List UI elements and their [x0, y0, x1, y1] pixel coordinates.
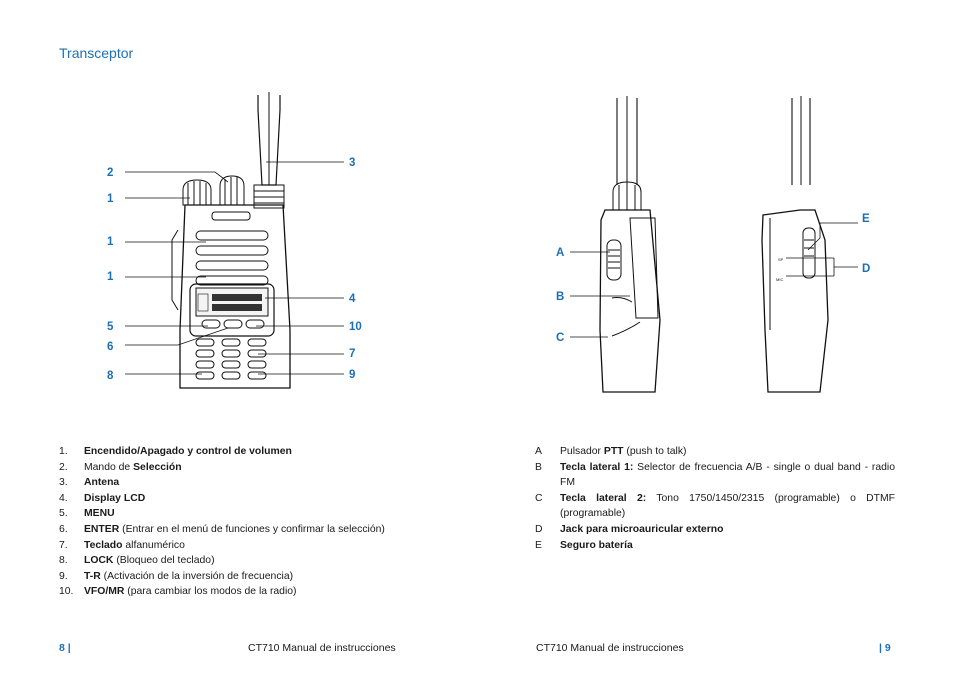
callout-c: C [556, 332, 564, 344]
leader-lines-front [125, 161, 344, 375]
callout-e: E [862, 213, 870, 225]
callout-5: 5 [107, 321, 114, 333]
callout-6: 6 [107, 341, 113, 353]
callout-4: 4 [349, 293, 356, 305]
list-item: 6.ENTER (Entrar en el menú de funciones … [59, 523, 385, 535]
callout-8: 8 [107, 370, 114, 382]
right-footer-title: CT710 Manual de instrucciones [536, 642, 684, 654]
callout-10: 10 [349, 321, 362, 333]
list-item: 1.Encendido/Apagado y control de volumen [59, 446, 292, 457]
parts-list-numbered: 1.Encendido/Apagado y control de volumen… [59, 444, 439, 600]
callout-9: 9 [349, 369, 355, 381]
side-body-left [599, 209, 661, 393]
radio-side-view-left [570, 96, 661, 393]
list-item: 2.Mando de Selección [59, 461, 182, 473]
list-item: 5.MENU [59, 508, 115, 520]
list-item: 9.T-R (Activación de la inversión de fre… [59, 570, 294, 582]
callout-b: B [556, 291, 564, 303]
callout-1-lower: 1 [107, 271, 114, 283]
selector-knob [219, 175, 245, 206]
right-page-number: | 9 [879, 642, 891, 654]
callout-3: 3 [349, 157, 355, 169]
list-item: 10.VFO/MR (para cambiar los modos de la … [59, 586, 297, 598]
callout-d: D [862, 263, 870, 275]
sp-jack-label: SP [778, 257, 784, 262]
radio-side-view-right [761, 96, 858, 393]
radio-front-view [125, 92, 344, 389]
callout-a: A [556, 247, 564, 259]
callout-7: 7 [349, 348, 355, 360]
callout-1-volume: 1 [107, 193, 114, 205]
callout-1-speaker: 1 [107, 236, 114, 248]
function-keys [201, 319, 265, 329]
speaker-grille [195, 230, 269, 286]
list-item: 7.Teclado alfanumérico [59, 539, 185, 551]
list-item: 8.LOCK (Bloqueo del teclado) [59, 555, 215, 567]
radio-body [179, 204, 291, 389]
mic-jack-label: MIC [776, 277, 783, 282]
volume-knob [182, 179, 212, 206]
lcd-display [189, 283, 275, 337]
antenna-front [253, 92, 285, 209]
list-item: 3.Antena [59, 477, 120, 489]
section-title: Transceptor [59, 45, 134, 61]
left-page-number: 8 | [59, 642, 71, 654]
callout-2: 2 [107, 167, 113, 179]
left-footer-title: CT710 Manual de instrucciones [248, 642, 396, 654]
keypad [195, 338, 267, 380]
list-item: 4.Display LCD [59, 492, 146, 504]
